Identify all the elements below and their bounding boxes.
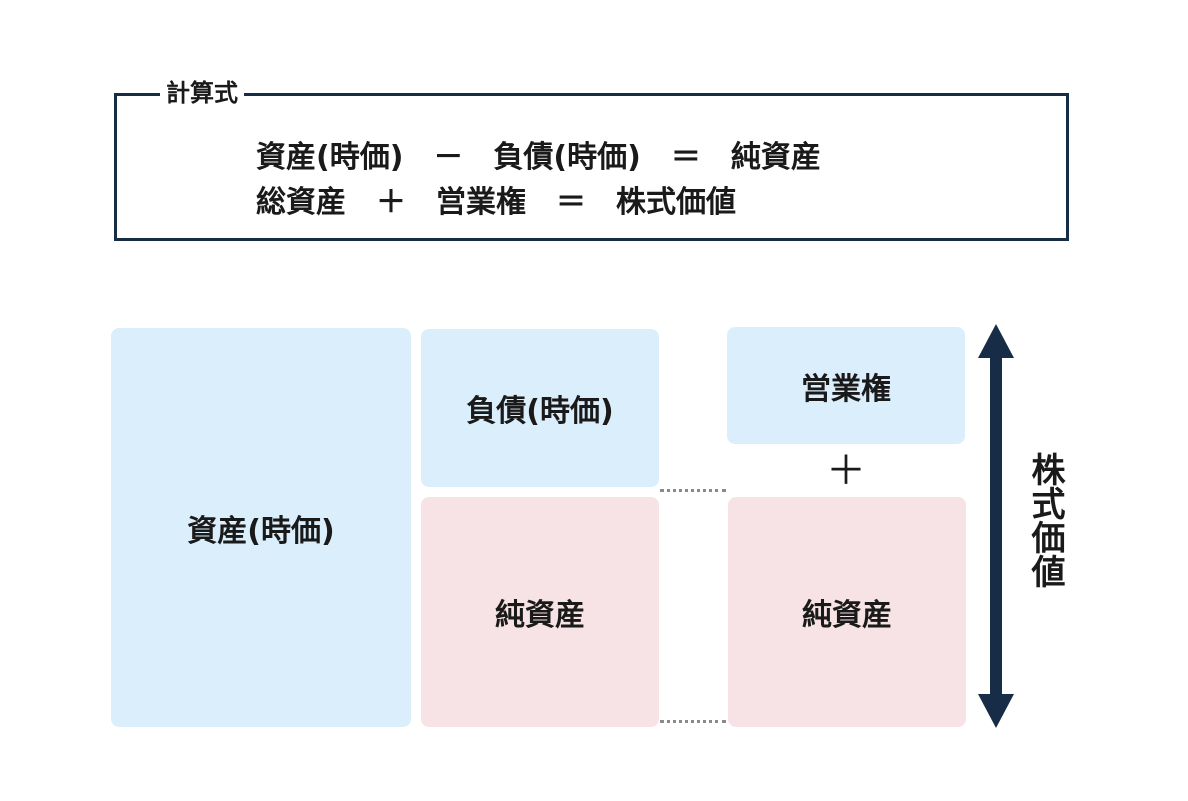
assets-label: 資産(時価) bbox=[187, 513, 335, 549]
formula-title: 計算式 bbox=[160, 78, 244, 108]
dotted-connector-bottom bbox=[660, 720, 726, 723]
net-assets-left-label: 純資産 bbox=[495, 598, 585, 633]
formula-line-equity-value: 総資産 ＋ 営業権 ＝ 株式価値 bbox=[256, 185, 736, 220]
double-headed-arrow-icon bbox=[978, 324, 1014, 728]
plus-sign: ＋ bbox=[826, 448, 866, 494]
dotted-connector-top bbox=[660, 489, 726, 492]
assets-block: 資産(時価) bbox=[111, 328, 411, 727]
net-assets-right-label: 純資産 bbox=[802, 598, 892, 633]
formula-line-net-assets: 資産(時価) － 負債(時価) ＝ 純資産 bbox=[256, 140, 821, 175]
liabilities-label: 負債(時価) bbox=[466, 394, 614, 429]
net-assets-block-right: 純資産 bbox=[728, 497, 966, 727]
net-assets-block-left: 純資産 bbox=[421, 497, 659, 727]
formula-box bbox=[114, 93, 1069, 241]
goodwill-label: 営業権 bbox=[801, 371, 891, 407]
liabilities-block: 負債(時価) bbox=[421, 329, 659, 487]
goodwill-block: 営業権 bbox=[727, 327, 965, 444]
equity-value-label: 株式価値 bbox=[1025, 452, 1065, 588]
